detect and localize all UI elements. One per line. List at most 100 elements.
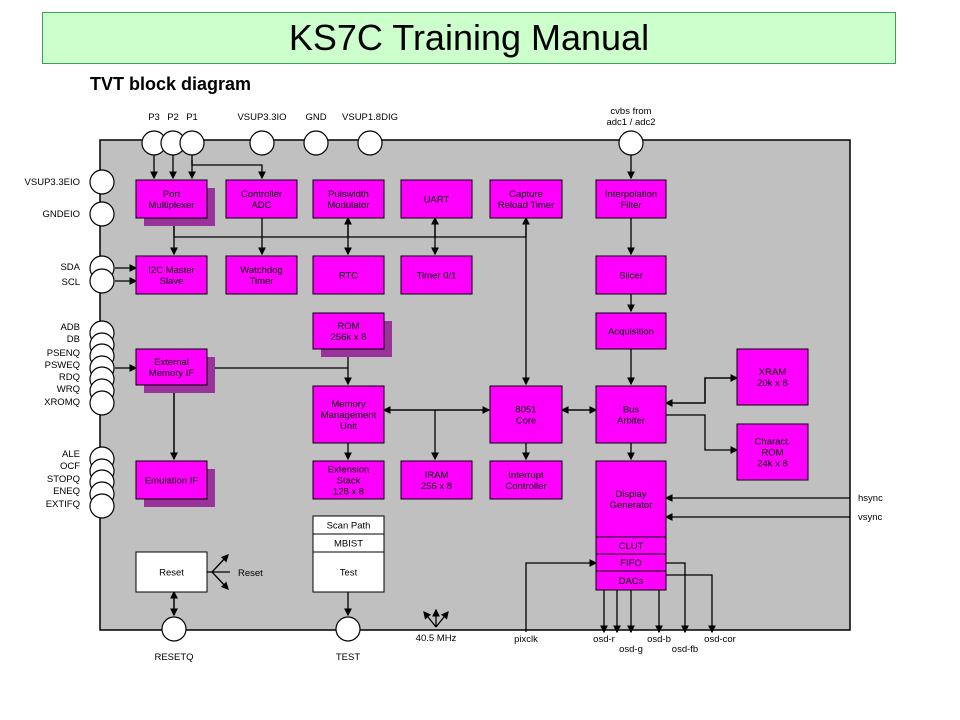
functional-blocks: PortMultiplexerControllerADCPulswidthMod… (135, 179, 809, 593)
block-label: MBIST (334, 539, 363, 550)
block-test-block: Test (312, 551, 385, 593)
pin-label-eneq: ENEQ (53, 486, 80, 497)
block-label: Timer (250, 276, 274, 287)
pin-label-ale: ALE (62, 449, 80, 460)
block-box (312, 179, 385, 219)
pin-circles (89, 130, 644, 642)
pin-label-extifq: EXTIFQ (46, 499, 80, 510)
block-dacs: DACs (595, 570, 667, 591)
block-box (489, 385, 563, 444)
block-label: Generator (610, 500, 653, 511)
block-label: CLUT (619, 541, 644, 552)
block-acquisition: Acquisition (595, 312, 667, 350)
pin-label-vsup33io: VSUP3.3IO (237, 112, 286, 123)
pin-label-gndeio: GNDEIO (43, 209, 80, 220)
block-label: 8051 (515, 405, 536, 416)
block-fifo: FIFO (595, 553, 667, 572)
block-label: External (154, 357, 189, 368)
block-box (312, 460, 385, 500)
block-box (312, 385, 385, 444)
block-label: ROM (337, 321, 359, 332)
pin-label-cvbs: cvbs from (610, 106, 651, 117)
block-label: XRAM (759, 367, 787, 378)
block-label: ADC (251, 200, 271, 211)
pin-label-osd-r: osd-r (593, 634, 615, 645)
pin-label-wrq: WRQ (57, 384, 80, 395)
block-label: Arbiter (617, 416, 645, 427)
pin-label-osd-g: osd-g (619, 644, 643, 655)
block-label: 20k x 8 (757, 378, 788, 389)
block-label: Timer 0/1 (417, 271, 457, 282)
block-box (312, 255, 385, 295)
pin-circle (618, 130, 644, 156)
block-box (135, 460, 208, 500)
block-box (736, 423, 809, 481)
pin-label-vsync: vsync (858, 512, 883, 523)
block-label: DACs (619, 576, 644, 587)
block-box (736, 348, 809, 406)
chip-body (99, 139, 851, 631)
block-timer01: Timer 0/1 (400, 255, 473, 295)
pin-label-ocf: OCF (60, 461, 80, 472)
block-label: Scan Path (327, 521, 371, 532)
block-label: Pulswidth (328, 189, 369, 200)
pin-circle (89, 268, 115, 294)
block-label: Stack (337, 476, 361, 487)
block-reset: Reset (135, 551, 208, 593)
block-emulation: Emulation IF (135, 460, 215, 507)
pin-label-sda: SDA (60, 262, 80, 273)
pin-label-xromq: XROMQ (44, 397, 80, 408)
pin-label-osd-fb: osd-fb (672, 644, 698, 655)
diagram-subtitle: TVT block diagram (90, 74, 252, 94)
pin-label-psweq: PSWEQ (45, 360, 80, 371)
pin-circle (89, 493, 115, 519)
block-box (135, 179, 208, 219)
block-label: Unit (340, 421, 357, 432)
block-label: I2C Master (148, 265, 194, 276)
pin-circle (303, 130, 329, 156)
block-label: 24k x 8 (757, 459, 788, 470)
block-label: FIFO (620, 558, 642, 569)
block-box (135, 348, 208, 386)
pin-label-osd-cor: osd-cor (704, 634, 736, 645)
block-label: Management (321, 410, 377, 421)
block-label: Display (615, 489, 646, 500)
block-label: Memory (331, 399, 366, 410)
block-clut: CLUT (595, 536, 667, 555)
pin-label-p1: P1 (186, 112, 198, 123)
block-label: Core (516, 416, 537, 427)
block-box (595, 312, 667, 350)
pin-circle (89, 201, 115, 227)
block-label: Capture (509, 189, 543, 200)
block-label: Slicer (619, 271, 643, 282)
block-rtc: RTC (312, 255, 385, 295)
block-label: Port (163, 189, 181, 200)
pin-circle (335, 616, 361, 642)
pin-circle (249, 130, 275, 156)
block-label: 256k x 8 (331, 332, 367, 343)
block-box (312, 312, 385, 350)
block-label: Slave (160, 276, 184, 287)
pin-circle (89, 169, 115, 195)
block-label: Bus (623, 405, 640, 416)
block-label: Extension (328, 465, 370, 476)
block-label: Reload Timer (498, 200, 555, 211)
block-label: Controller (241, 189, 282, 200)
block-box (135, 255, 208, 295)
block-label: Watchdog (240, 265, 282, 276)
block-box (595, 255, 667, 295)
pin-label-vsup33eio: VSUP3.3EIO (25, 177, 80, 188)
block-label: Filter (620, 200, 641, 211)
